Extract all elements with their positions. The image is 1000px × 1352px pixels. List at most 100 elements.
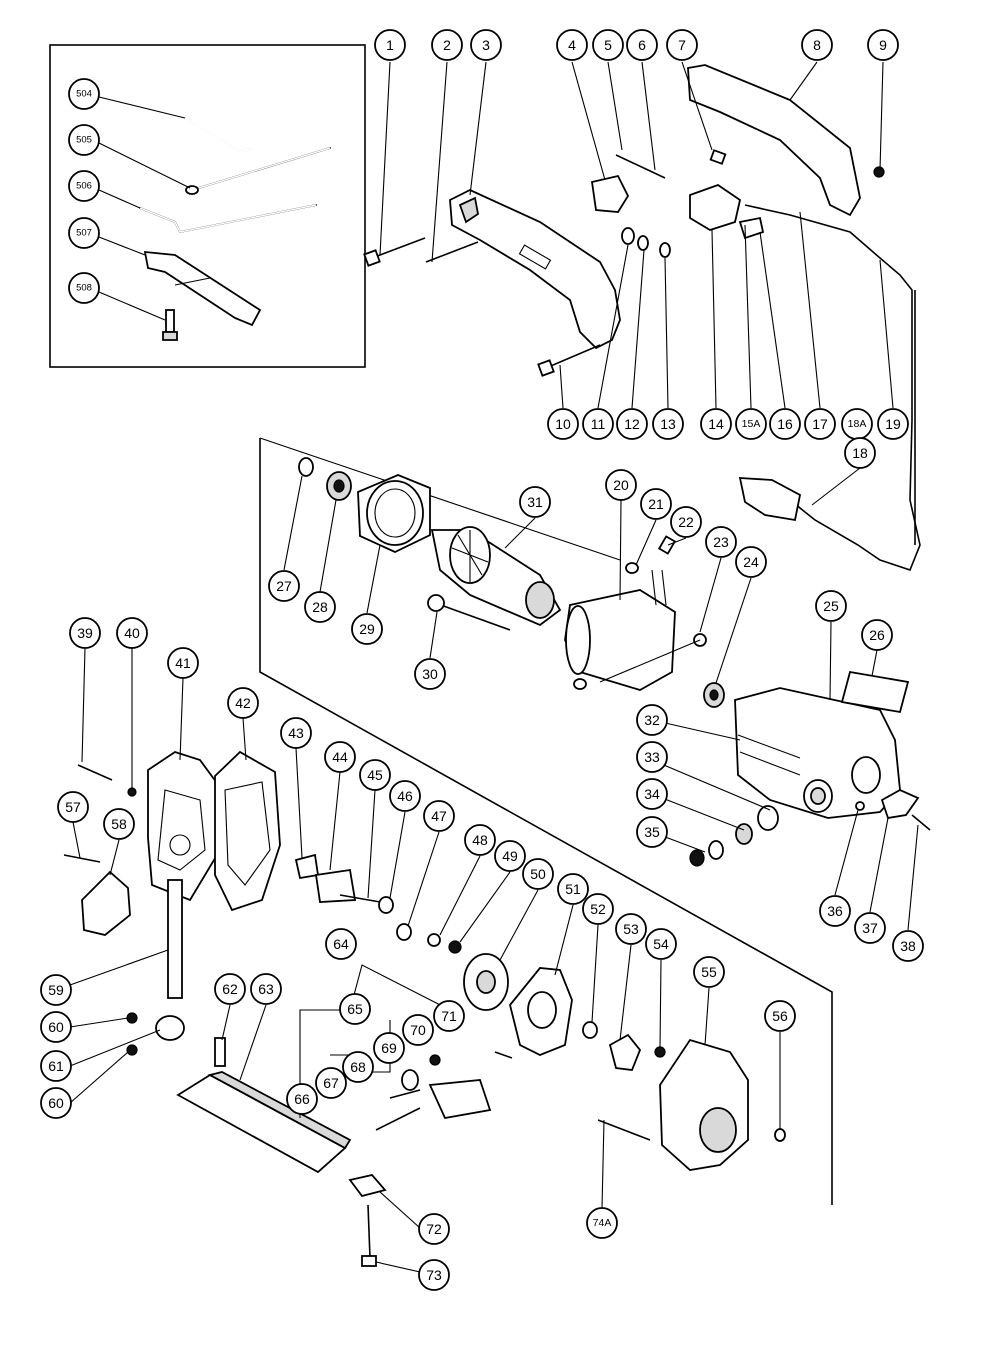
svg-text:40: 40 bbox=[124, 625, 140, 641]
svg-text:30: 30 bbox=[422, 666, 438, 682]
callout-70: 70 bbox=[402, 1014, 434, 1046]
callout-61: 61 bbox=[40, 1050, 72, 1082]
svg-text:25: 25 bbox=[823, 598, 839, 614]
svg-text:72: 72 bbox=[426, 1221, 442, 1237]
callout-13: 13 bbox=[652, 408, 684, 440]
callout-32: 32 bbox=[636, 704, 668, 736]
callout-35: 35 bbox=[636, 816, 668, 848]
callout-9: 9 bbox=[867, 29, 899, 61]
callout-38: 38 bbox=[892, 930, 924, 962]
svg-text:71: 71 bbox=[441, 1008, 457, 1024]
svg-text:56: 56 bbox=[772, 1008, 788, 1024]
svg-text:33: 33 bbox=[644, 749, 660, 765]
svg-text:27: 27 bbox=[276, 578, 292, 594]
callout-47: 47 bbox=[423, 800, 455, 832]
svg-text:508: 508 bbox=[76, 283, 92, 294]
callout-68: 68 bbox=[342, 1051, 374, 1083]
svg-text:3: 3 bbox=[482, 37, 490, 53]
svg-text:32: 32 bbox=[644, 712, 660, 728]
svg-text:6: 6 bbox=[638, 37, 646, 53]
callout-31: 31 bbox=[519, 486, 551, 518]
callout-57: 57 bbox=[57, 791, 89, 823]
callout-74a: 74A bbox=[586, 1207, 618, 1239]
svg-text:54: 54 bbox=[653, 936, 669, 952]
svg-text:16: 16 bbox=[777, 416, 793, 432]
svg-text:34: 34 bbox=[644, 786, 660, 802]
callout-1: 1 bbox=[374, 29, 406, 61]
callout-50: 50 bbox=[522, 858, 554, 890]
svg-text:18: 18 bbox=[852, 445, 868, 461]
svg-text:15A: 15A bbox=[742, 418, 761, 430]
svg-text:59: 59 bbox=[48, 982, 64, 998]
svg-text:60: 60 bbox=[48, 1095, 64, 1111]
svg-text:65: 65 bbox=[347, 1001, 363, 1017]
callout-505: 505 bbox=[68, 124, 100, 156]
svg-text:41: 41 bbox=[175, 655, 191, 671]
callout-39: 39 bbox=[69, 617, 101, 649]
callout-44: 44 bbox=[324, 741, 356, 773]
svg-text:8: 8 bbox=[813, 37, 821, 53]
svg-text:46: 46 bbox=[397, 788, 413, 804]
callout-27: 27 bbox=[268, 570, 300, 602]
svg-text:70: 70 bbox=[410, 1022, 426, 1038]
callout-54: 54 bbox=[645, 928, 677, 960]
callout-3: 3 bbox=[470, 29, 502, 61]
svg-text:36: 36 bbox=[827, 903, 843, 919]
callout-17: 17 bbox=[804, 408, 836, 440]
callout-59: 59 bbox=[40, 974, 72, 1006]
accessories-inset bbox=[49, 44, 366, 368]
callout-21: 21 bbox=[640, 488, 672, 520]
svg-text:20: 20 bbox=[613, 477, 629, 493]
callout-15a: 15A bbox=[735, 408, 767, 440]
callout-69: 69 bbox=[373, 1032, 405, 1064]
callout-6: 6 bbox=[626, 29, 658, 61]
callout-40: 40 bbox=[116, 617, 148, 649]
callout-18a: 18A bbox=[841, 408, 873, 440]
svg-text:37: 37 bbox=[862, 920, 878, 936]
callout-34: 34 bbox=[636, 778, 668, 810]
svg-text:64: 64 bbox=[333, 936, 349, 952]
callout-26: 26 bbox=[861, 619, 893, 651]
callout-508: 508 bbox=[68, 272, 100, 304]
callout-73: 73 bbox=[418, 1259, 450, 1291]
svg-text:26: 26 bbox=[869, 627, 885, 643]
svg-text:22: 22 bbox=[678, 514, 694, 530]
svg-text:29: 29 bbox=[359, 621, 375, 637]
callout-7: 7 bbox=[666, 29, 698, 61]
svg-text:38: 38 bbox=[900, 938, 916, 954]
svg-text:10: 10 bbox=[555, 416, 571, 432]
svg-text:31: 31 bbox=[527, 494, 543, 510]
callout-66: 66 bbox=[286, 1083, 318, 1115]
callout-58: 58 bbox=[103, 808, 135, 840]
svg-text:507: 507 bbox=[76, 228, 92, 239]
gear-base-parts bbox=[63, 750, 786, 1267]
svg-text:73: 73 bbox=[426, 1267, 442, 1283]
callout-60-upper: 60 bbox=[40, 1011, 72, 1043]
svg-text:18A: 18A bbox=[848, 418, 867, 430]
svg-text:48: 48 bbox=[472, 832, 488, 848]
svg-text:42: 42 bbox=[235, 695, 251, 711]
svg-text:45: 45 bbox=[367, 767, 383, 783]
svg-text:69: 69 bbox=[381, 1040, 397, 1056]
svg-text:43: 43 bbox=[288, 725, 304, 741]
svg-text:57: 57 bbox=[65, 799, 81, 815]
callout-2: 2 bbox=[431, 29, 463, 61]
callout-33: 33 bbox=[636, 741, 668, 773]
callout-507: 507 bbox=[68, 217, 100, 249]
motor-parts bbox=[259, 437, 931, 1205]
callout-30: 30 bbox=[414, 658, 446, 690]
svg-text:44: 44 bbox=[332, 749, 348, 765]
callout-53: 53 bbox=[615, 913, 647, 945]
svg-text:55: 55 bbox=[701, 964, 717, 980]
callout-55: 55 bbox=[693, 956, 725, 988]
callout-8: 8 bbox=[801, 29, 833, 61]
callout-29: 29 bbox=[351, 613, 383, 645]
svg-text:39: 39 bbox=[77, 625, 93, 641]
svg-text:51: 51 bbox=[565, 881, 581, 897]
svg-text:68: 68 bbox=[350, 1059, 366, 1075]
svg-text:506: 506 bbox=[76, 181, 92, 192]
svg-text:53: 53 bbox=[623, 921, 639, 937]
callout-52: 52 bbox=[582, 893, 614, 925]
svg-text:504: 504 bbox=[76, 89, 92, 100]
